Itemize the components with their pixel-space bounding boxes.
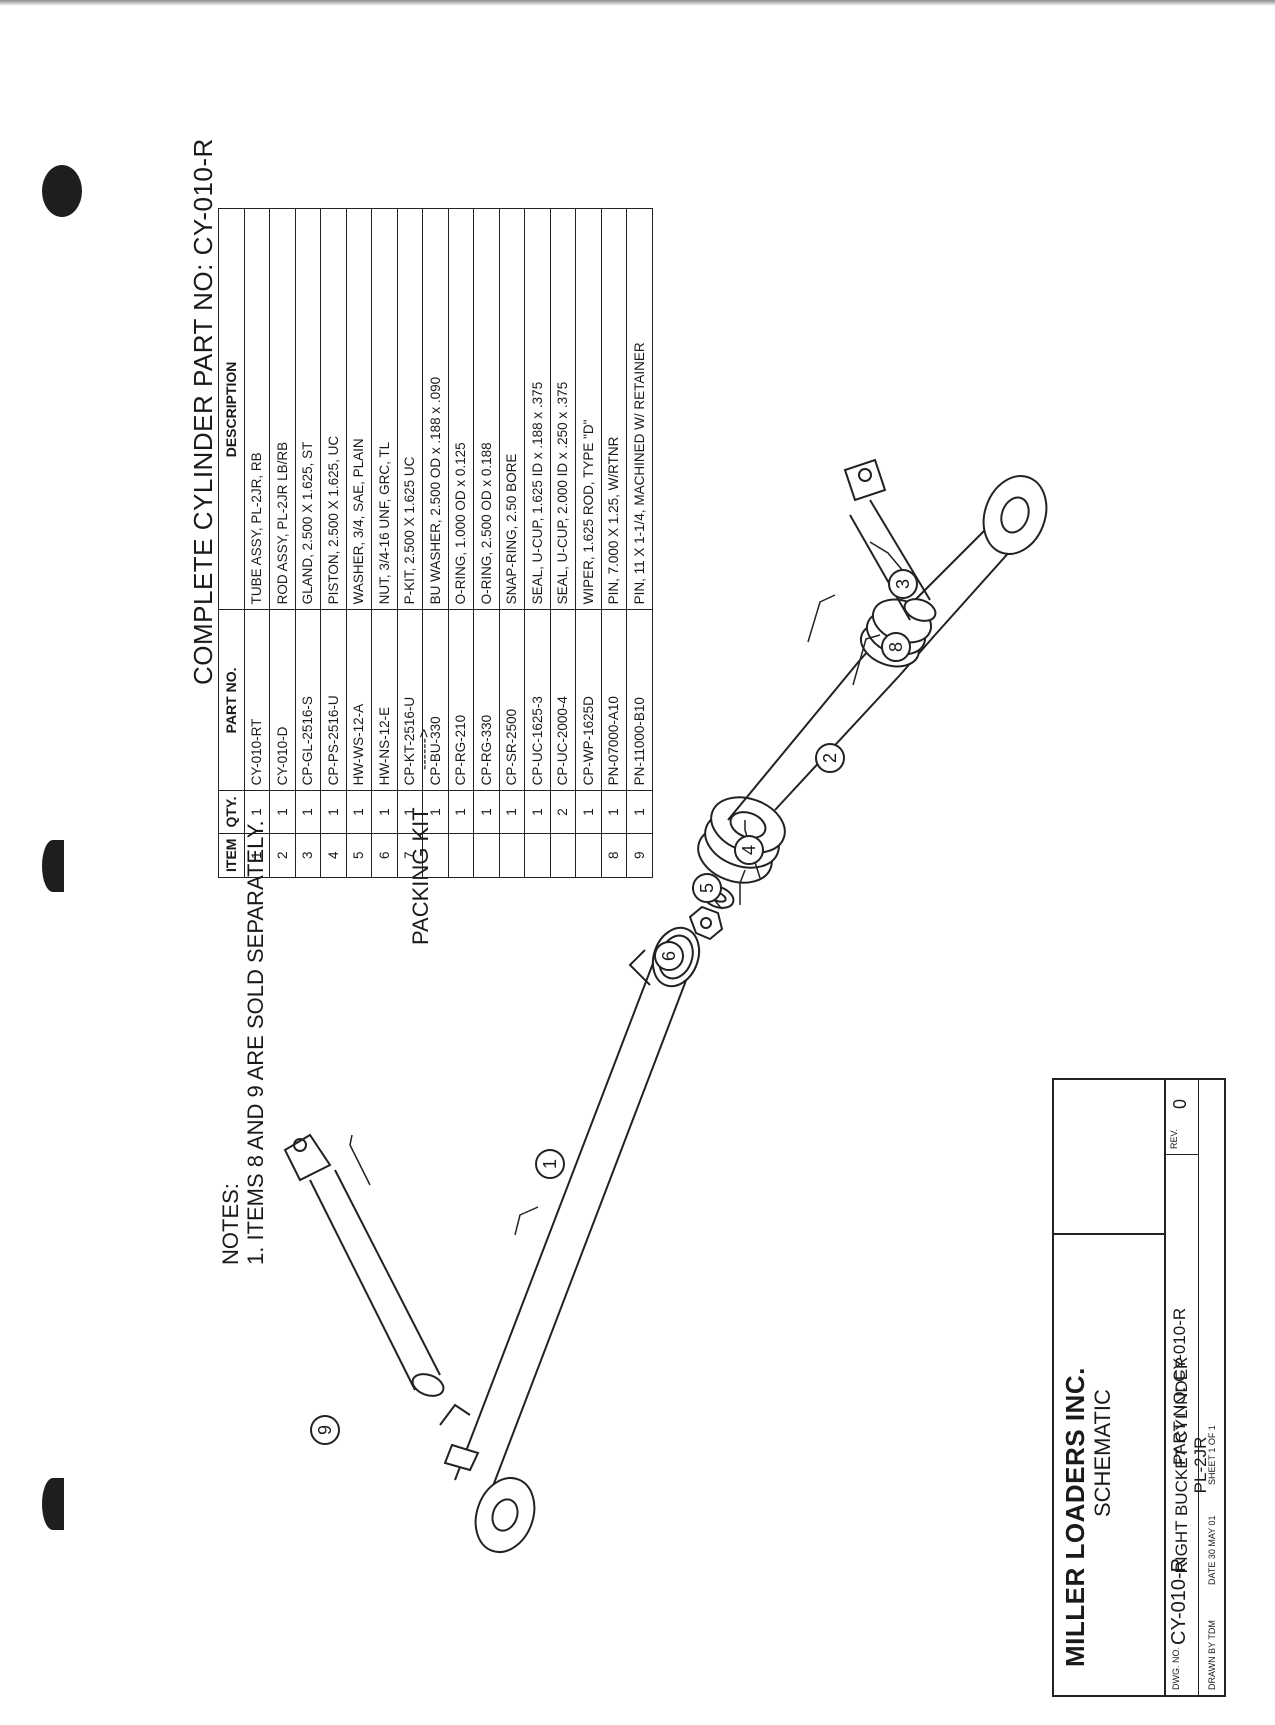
scan-top-edge bbox=[0, 0, 1275, 6]
callout-4: 4 bbox=[734, 835, 764, 865]
dwg-no-value: CY-010-R bbox=[1168, 1557, 1190, 1645]
binder-hole-bottom bbox=[42, 1478, 64, 1530]
description-line-3: PART NO: CY-010-R bbox=[1170, 1307, 1189, 1465]
rev-box: REV. 0 bbox=[1166, 1079, 1198, 1155]
pin-item-8 bbox=[843, 458, 937, 622]
company-name: MILLER LOADERS INC. bbox=[1060, 1367, 1090, 1667]
callout-5: 5 bbox=[692, 873, 722, 903]
dwg-no-label: DWG. NO. bbox=[1171, 1647, 1181, 1690]
callout-1: 1 bbox=[535, 1149, 565, 1179]
rod-end-item-3 bbox=[904, 475, 1048, 636]
tube-assembly bbox=[439, 926, 701, 1553]
date: DATE 30 MAY 01 bbox=[1207, 1515, 1217, 1585]
pin-item-9 bbox=[283, 1133, 445, 1397]
callout-8: 8 bbox=[881, 632, 911, 662]
notes-heading: NOTES: bbox=[218, 1183, 243, 1265]
sheet-number: SHEET 1 OF 1 bbox=[1207, 1425, 1217, 1485]
callout-3: 3 bbox=[888, 569, 918, 599]
rev-value: 0 bbox=[1170, 1098, 1190, 1109]
binder-hole-middle bbox=[42, 840, 64, 892]
note-item-1: 1. ITEMS 8 AND 9 ARE SOLD SEPARATELY. bbox=[243, 820, 268, 1265]
title-block-company-box: MILLER LOADERS INC. SCHEMATIC bbox=[1054, 1233, 1164, 1695]
drawn-by: DRAWN BY TDM bbox=[1207, 1620, 1217, 1690]
callout-9: 9 bbox=[310, 1415, 340, 1445]
rev-label: REV. bbox=[1169, 1128, 1179, 1149]
callout-6: 6 bbox=[654, 941, 684, 971]
callout-2: 2 bbox=[815, 743, 845, 773]
title-block-bottom: DWG. NO. CY-010-R PART NO: CY-010-R REV.… bbox=[1164, 1079, 1227, 1695]
title-block-info-row: DRAWN BY TDM DATE 30 MAY 01 SHEET 1 OF 1 bbox=[1198, 1080, 1227, 1695]
document-type: SCHEMATIC bbox=[1090, 1389, 1115, 1517]
rod-item-2 bbox=[727, 598, 936, 821]
title-block: MILLER LOADERS INC. SCHEMATIC RIGHT BUCK… bbox=[1052, 1078, 1227, 1697]
binder-hole-top bbox=[42, 165, 82, 217]
nut-item-6 bbox=[688, 905, 724, 941]
